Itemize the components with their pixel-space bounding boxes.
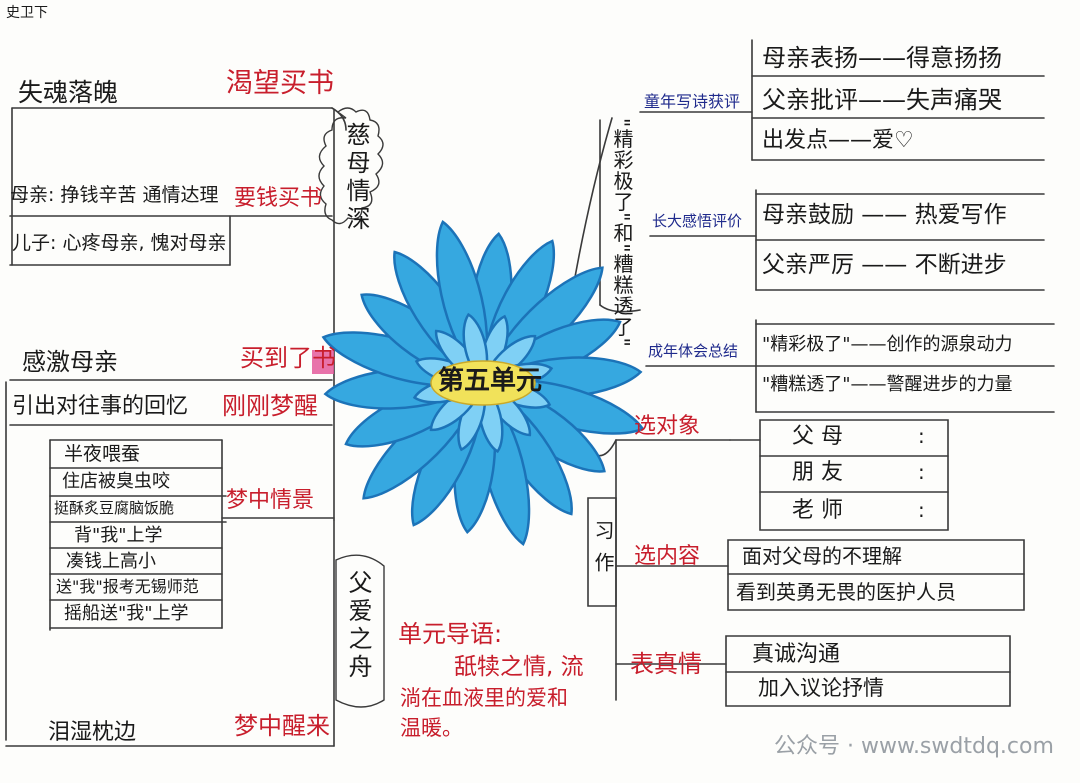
left-top-row2: 儿子: 心疼母亲, 愧对母亲 [12,232,227,254]
branch2-label: 长大感悟评价 [652,212,743,230]
branch2-item: 父亲严厉 —— 不断进步 [762,252,1007,278]
content-item: 看到英勇无畏的医护人员 [736,580,956,604]
branch2-item: 母亲鼓励 —— 热爱写作 [762,202,1007,228]
boat-label: 父爱之舟 [344,570,372,682]
memory-item: 半夜喂蚕 [64,443,141,465]
subject-item: 老 师 [792,498,843,523]
writing-label-vertical: 习作 [591,520,615,584]
boat-shape [335,554,385,708]
cloud-label: 慈母情深 [342,122,370,234]
essay-title-vertical: "精彩极了"和"糟糕透了" [610,118,634,348]
branch1-label: 童年写诗获评 [644,92,741,111]
corner-label: 史卫下 [6,5,48,21]
memory-item: 住店被臭虫咬 [62,471,170,492]
left-bottom-label-a: 泪湿枕边 [48,720,137,745]
feeling-item: 加入议论抒情 [758,676,884,700]
highlight-box [312,350,334,374]
branch1-item: 出发点——爱♡ [762,128,914,153]
feeling-item: 真诚沟通 [752,642,841,667]
choose-subject-label: 选对象 [634,414,701,439]
center-title: 第五单元 [438,366,543,396]
branch3-item: "糟糕透了"——警醒进步的力量 [762,374,1013,395]
content-item: 面对父母的不理解 [742,544,902,568]
intro-line1: 舐犊之情, 流 [454,654,584,680]
subject-mark: : [918,460,925,484]
subject-mark: : [918,498,925,522]
intro-line3: 温暖。 [400,716,463,740]
memory-list-tag: 梦中情景 [226,488,315,513]
left-top-row1: 母亲: 挣钱辛苦 通情达理 [10,184,219,206]
branch3-label: 成年体会总结 [648,342,739,360]
flower-center [430,360,536,406]
left-mid-label-b: 买到了书 [240,344,336,372]
left-mid-label-a: 感激母亲 [22,348,118,376]
left-mid-row1: 引出对往事的回忆 [12,394,189,419]
memory-item: 送"我"报考无锡师范 [56,577,199,596]
memory-item: 摇船送"我"上学 [64,603,189,624]
branch1-item: 母亲表扬——得意扬扬 [762,44,1002,72]
left-bottom-label-b: 梦中醒来 [234,712,330,740]
express-feeling-label: 表真情 [630,650,702,678]
left-top-label-a: 失魂落魄 [18,78,119,107]
watermark-text: 公众号 · www.swdtdq.com [774,734,1054,759]
memory-item: 挺酥炙豆腐脑饭脆 [54,499,175,517]
subject-item: 父 母 [792,424,843,449]
left-mid-row1-tag: 刚刚梦醒 [222,392,318,420]
branch1-item: 父亲批评——失声痛哭 [762,86,1002,114]
branch3-item: "精彩极了"——创作的源泉动力 [762,334,1013,355]
left-top-label-b: 渴望买书 [226,68,334,99]
left-top-row1-tag: 要钱买书 [234,186,323,211]
subject-mark: : [918,424,925,448]
intro-line2: 淌在血液里的爱和 [400,686,568,710]
subject-item: 朋 友 [792,460,843,485]
cloud-shape [318,107,384,225]
memory-item: 背"我"上学 [74,525,163,546]
memory-item: 凑钱上高小 [66,551,156,572]
intro-title: 单元导语: [398,620,503,648]
choose-content-label: 选内容 [634,544,701,569]
